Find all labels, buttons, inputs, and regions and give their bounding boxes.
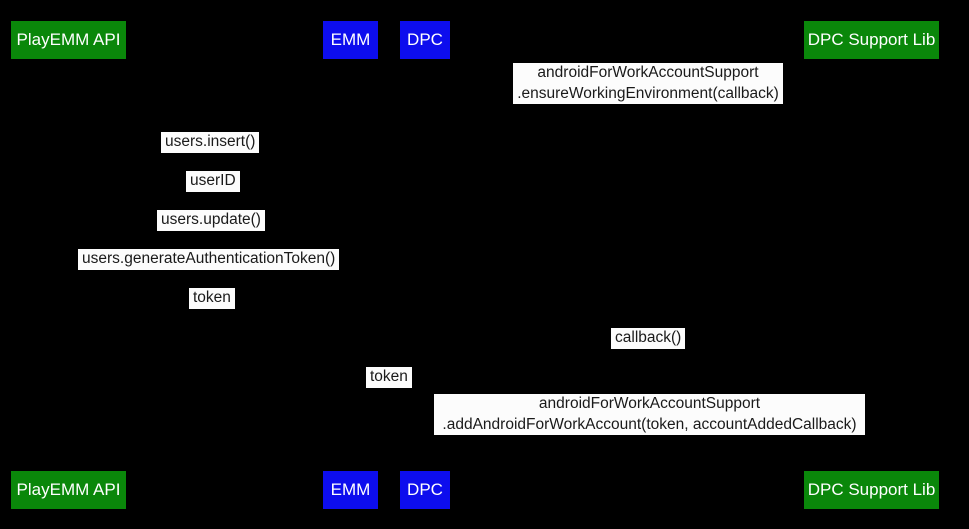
message-add-android-for-work-account: androidForWorkAccountSupport .addAndroid… <box>434 394 865 435</box>
actor-dpc-support-lib-top: DPC Support Lib <box>804 21 939 59</box>
actor-dpc-support-lib-bottom: DPC Support Lib <box>804 471 939 509</box>
message-generate-authentication-token: users.generateAuthenticationToken() <box>78 249 340 270</box>
actor-playemm-api-bottom: PlayEMM API <box>11 471 126 509</box>
actor-dpc-top: DPC <box>400 21 450 59</box>
actor-emm-top: EMM <box>323 21 378 59</box>
message-callback: callback() <box>611 328 686 349</box>
message-token-return: token <box>189 288 235 309</box>
message-users-update: users.update() <box>157 210 265 231</box>
message-user-id: userID <box>186 171 240 192</box>
message-ensure-working-environment: androidForWorkAccountSupport .ensureWork… <box>513 63 783 104</box>
actor-dpc-bottom: DPC <box>400 471 450 509</box>
message-users-insert: users.insert() <box>161 132 260 153</box>
actor-emm-bottom: EMM <box>323 471 378 509</box>
message-token-to-dpc: token <box>366 367 412 388</box>
actor-playemm-api-top: PlayEMM API <box>11 21 126 59</box>
